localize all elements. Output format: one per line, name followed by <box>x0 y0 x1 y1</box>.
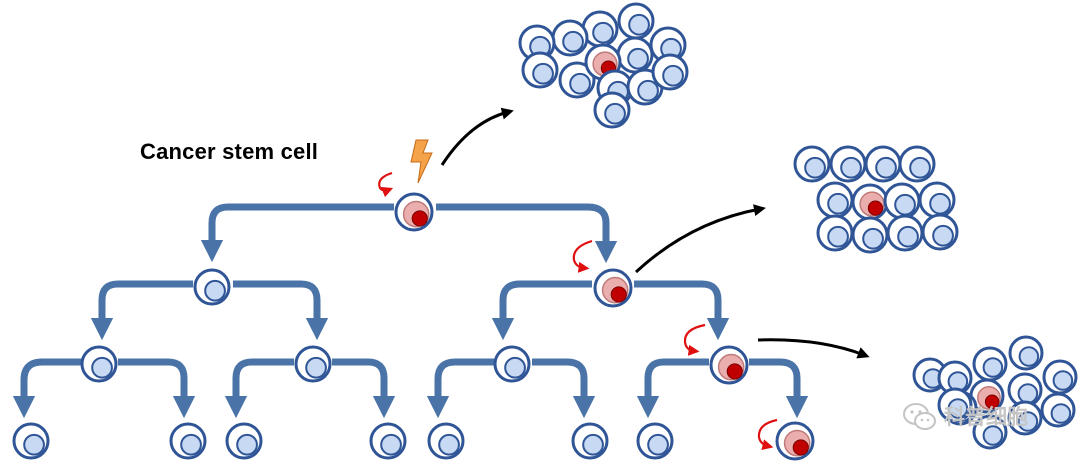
normal-cell <box>573 424 607 458</box>
normal-cell <box>595 93 629 127</box>
differentiation-arrow <box>438 362 494 407</box>
normal-cell <box>523 53 557 87</box>
cancer-stem-cell <box>711 347 747 383</box>
diagram-title: Cancer stem cell <box>140 139 318 165</box>
differentiation-arrow <box>503 284 592 329</box>
normal-cell <box>1042 394 1074 426</box>
normal-cell <box>866 147 900 181</box>
normal-cell <box>638 424 672 458</box>
differentiation-arrow <box>749 362 797 407</box>
differentiation-arrow <box>118 362 184 407</box>
tumor-formation-arrow <box>636 209 760 272</box>
cancer-stem-cell <box>777 423 813 459</box>
normal-cell <box>171 424 205 458</box>
cells <box>14 194 813 459</box>
wechat-icon <box>902 402 938 432</box>
tumor-cluster <box>795 147 957 252</box>
normal-cell <box>900 147 934 181</box>
differentiation-arrow <box>24 362 82 407</box>
differentiation-arrow <box>648 362 709 407</box>
tumor-cluster <box>914 337 1076 448</box>
differentiation-arrow <box>532 362 584 407</box>
normal-cell <box>818 216 852 250</box>
curved-red-arrow-icon <box>685 325 705 351</box>
cancer-stem-cell <box>396 194 432 230</box>
normal-cell <box>853 218 887 252</box>
differentiation-arrow <box>102 284 193 329</box>
watermark-text: 科普细胞 <box>944 401 1028 431</box>
differentiation-arrow <box>634 284 718 329</box>
normal-cell <box>1010 337 1042 369</box>
tumor-formation-arrow <box>758 340 864 355</box>
curved-red-arrow-icon <box>379 173 392 191</box>
normal-cell <box>618 38 652 72</box>
normal-cell <box>888 216 922 250</box>
tumor-formation-arrow <box>442 112 508 165</box>
normal-cell <box>885 184 919 218</box>
normal-cell <box>831 147 865 181</box>
normal-cell <box>429 424 463 458</box>
cancer-stem-cell <box>853 185 887 219</box>
normal-cell <box>14 424 48 458</box>
curved-red-arrow-icon <box>574 241 592 268</box>
differentiation-arrow <box>236 362 294 407</box>
normal-cell <box>1044 361 1076 393</box>
differentiation-arrow <box>233 284 317 329</box>
normal-cell <box>82 347 116 381</box>
normal-cell <box>619 4 653 38</box>
differentiation-arrow <box>332 362 384 407</box>
normal-cell <box>795 147 829 181</box>
normal-cell <box>553 21 587 55</box>
normal-cell <box>923 215 957 249</box>
lightning-bolt-icon <box>411 140 432 183</box>
normal-cell <box>920 183 954 217</box>
differentiation-arrow <box>212 207 394 251</box>
tumor-cluster <box>520 4 687 127</box>
normal-cell <box>195 270 229 304</box>
normal-cell <box>227 424 261 458</box>
normal-cell <box>818 183 852 217</box>
normal-cell <box>653 55 687 89</box>
cancer-stem-cell <box>595 270 631 306</box>
normal-cell <box>296 347 330 381</box>
normal-cell <box>974 348 1006 380</box>
normal-cell <box>371 424 405 458</box>
normal-cell <box>495 347 529 381</box>
curved-red-arrow-icon <box>759 420 777 446</box>
